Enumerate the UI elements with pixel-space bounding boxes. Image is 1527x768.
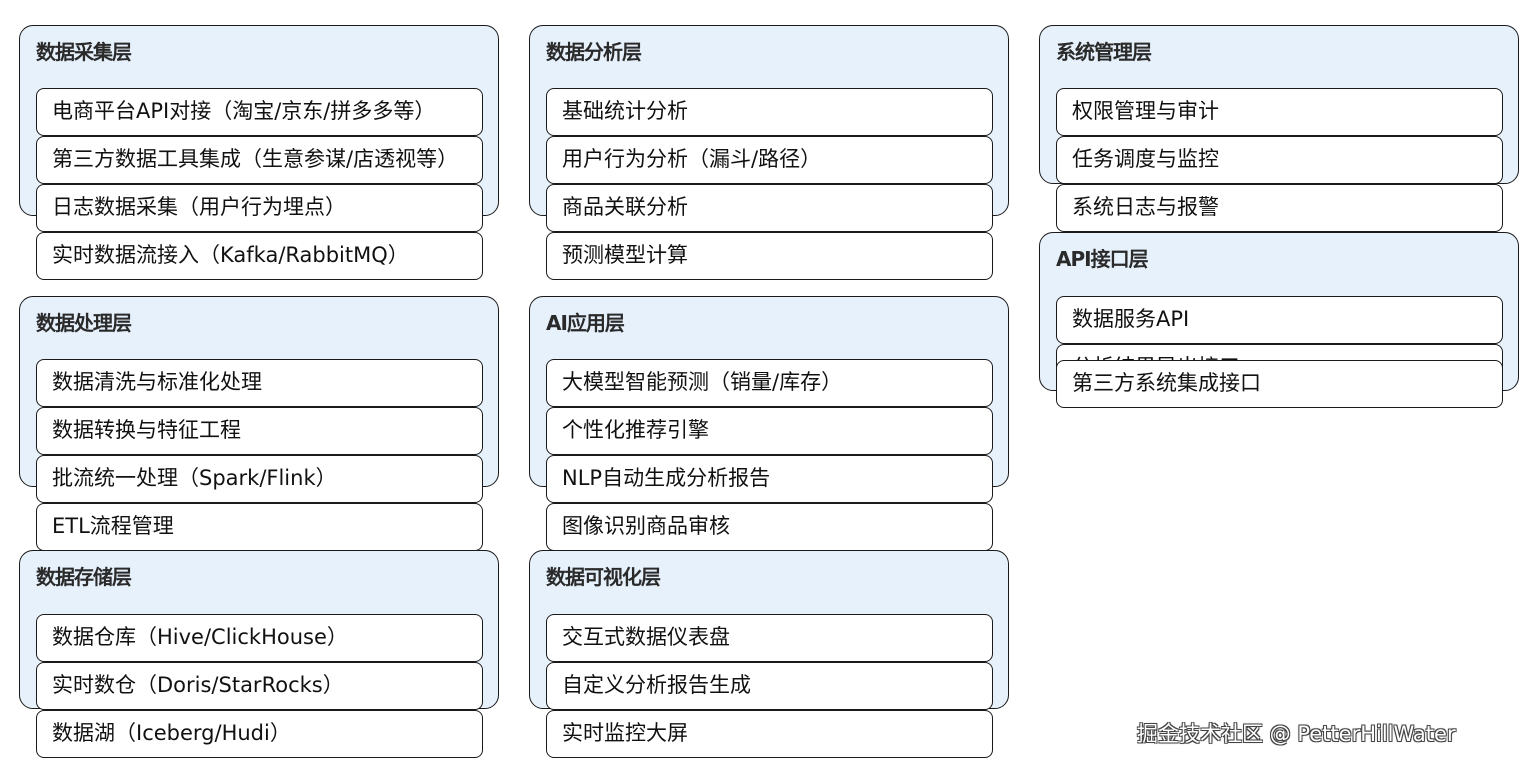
node-data-service-api: 数据服务API bbox=[1056, 296, 1503, 344]
layer-title: 数据分析层 bbox=[546, 40, 642, 64]
node-task-scheduling: 任务调度与监控 bbox=[1056, 136, 1503, 184]
layer-title: API接口层 bbox=[1056, 247, 1149, 271]
layer-title: 数据采集层 bbox=[36, 40, 132, 64]
node-data-cleaning: 数据清洗与标准化处理 bbox=[36, 359, 483, 407]
node-third-party-tools: 第三方数据工具集成（生意参谋/店透视等） bbox=[36, 136, 483, 184]
node-system-log-alert: 系统日志与报警 bbox=[1056, 184, 1503, 232]
node-ecommerce-api: 电商平台API对接（淘宝/京东/拼多多等） bbox=[36, 88, 483, 136]
node-feature-engineering: 数据转换与特征工程 bbox=[36, 407, 483, 455]
node-log-collection: 日志数据采集（用户行为埋点） bbox=[36, 184, 483, 232]
node-batch-stream-processing: 批流统一处理（Spark/Flink） bbox=[36, 455, 483, 503]
layer-title: AI应用层 bbox=[546, 311, 625, 335]
node-basic-statistics: 基础统计分析 bbox=[546, 88, 993, 136]
node-prediction-model: 预测模型计算 bbox=[546, 232, 993, 280]
node-nlp-report: NLP自动生成分析报告 bbox=[546, 455, 993, 503]
node-data-lake: 数据湖（Iceberg/Hudi） bbox=[36, 710, 483, 758]
node-etl-management: ETL流程管理 bbox=[36, 503, 483, 551]
node-interactive-dashboard: 交互式数据仪表盘 bbox=[546, 614, 993, 662]
node-realtime-warehouse: 实时数仓（Doris/StarRocks） bbox=[36, 662, 483, 710]
watermark: 掘金技术社区 @ PetterHillWater bbox=[1137, 722, 1456, 746]
layer-title: 数据存储层 bbox=[36, 565, 132, 589]
node-realtime-stream: 实时数据流接入（Kafka/RabbitMQ） bbox=[36, 232, 483, 280]
node-image-review: 图像识别商品审核 bbox=[546, 503, 993, 551]
node-permission-audit: 权限管理与审计 bbox=[1056, 88, 1503, 136]
node-llm-prediction: 大模型智能预测（销量/库存） bbox=[546, 359, 993, 407]
node-data-warehouse: 数据仓库（Hive/ClickHouse） bbox=[36, 614, 483, 662]
node-third-party-integration-api: 第三方系统集成接口 bbox=[1056, 360, 1503, 408]
node-custom-report: 自定义分析报告生成 bbox=[546, 662, 993, 710]
node-user-behavior: 用户行为分析（漏斗/路径） bbox=[546, 136, 993, 184]
layer-title: 数据可视化层 bbox=[546, 565, 661, 589]
node-recommendation-engine: 个性化推荐引擎 bbox=[546, 407, 993, 455]
layer-title: 系统管理层 bbox=[1056, 40, 1152, 64]
node-product-association: 商品关联分析 bbox=[546, 184, 993, 232]
layer-title: 数据处理层 bbox=[36, 311, 132, 335]
node-monitor-screen: 实时监控大屏 bbox=[546, 710, 993, 758]
